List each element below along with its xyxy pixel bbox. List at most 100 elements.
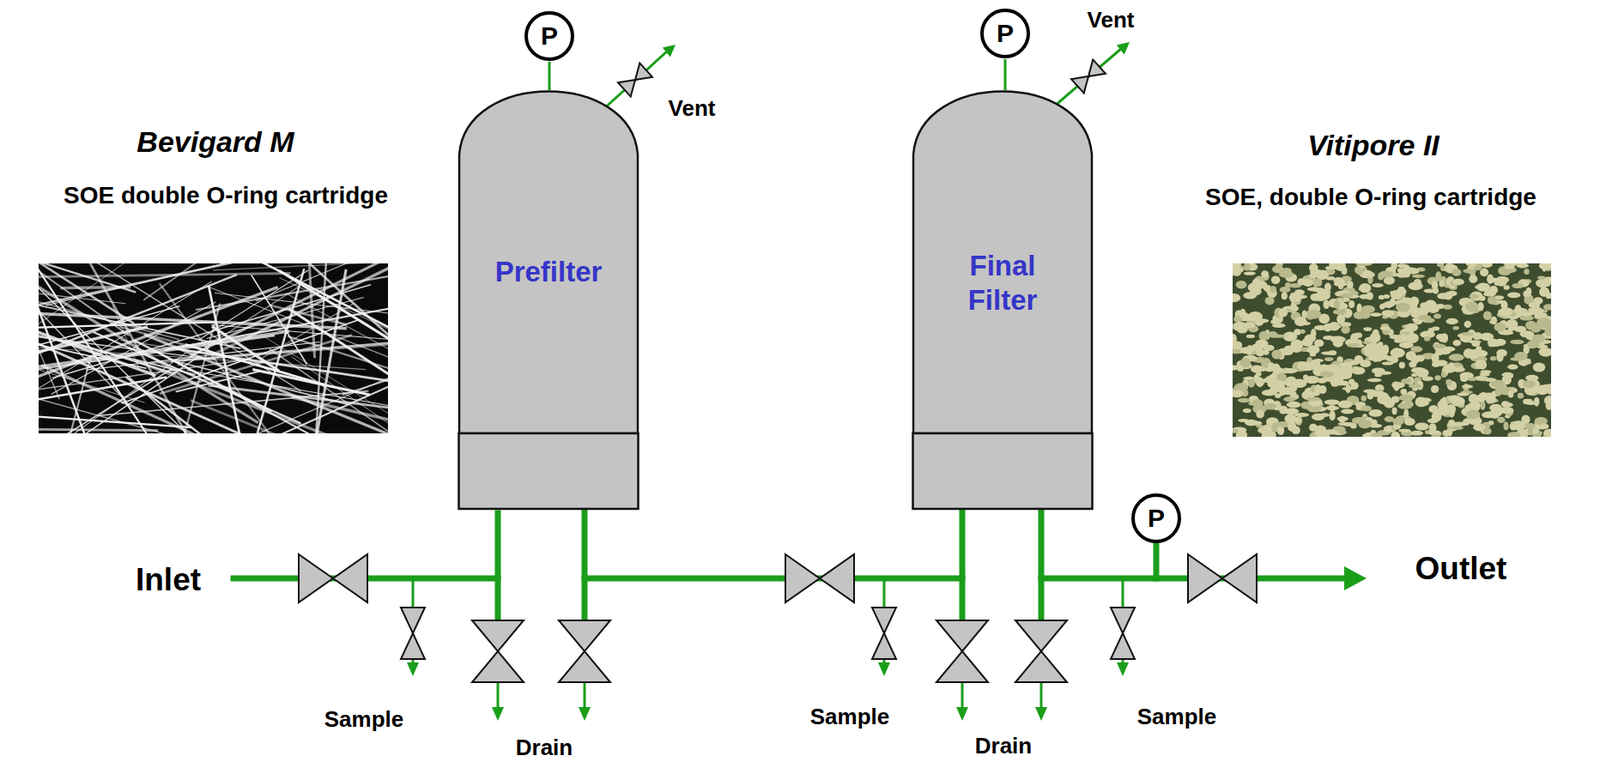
membrane-strand bbox=[1453, 339, 1462, 346]
fiber-strand bbox=[279, 278, 388, 346]
membrane-strand bbox=[1525, 375, 1539, 382]
membrane-strand bbox=[1417, 315, 1431, 321]
membrane-strand bbox=[1451, 426, 1464, 431]
outlet-valve bbox=[1187, 554, 1257, 603]
membrane-photo bbox=[1232, 263, 1552, 437]
membrane-strand bbox=[1469, 291, 1483, 302]
vent-label: Vent bbox=[1087, 7, 1135, 34]
membrane-strand bbox=[1465, 302, 1479, 313]
vent-label: Vent bbox=[668, 96, 716, 122]
membrane-strand bbox=[1509, 263, 1516, 267]
fiber-strand bbox=[260, 303, 354, 360]
membrane-strand bbox=[1511, 283, 1524, 289]
membrane-strand bbox=[1295, 295, 1308, 300]
membrane-strand bbox=[1289, 384, 1297, 392]
fiber-strand bbox=[56, 263, 214, 434]
membrane-strand bbox=[1269, 380, 1284, 385]
membrane-strand bbox=[1259, 331, 1270, 342]
membrane-strand bbox=[1496, 417, 1505, 424]
membrane-strand bbox=[1336, 314, 1346, 325]
membrane-strand bbox=[1296, 321, 1312, 326]
membrane-strand bbox=[1511, 420, 1527, 431]
membrane-strand bbox=[1371, 283, 1383, 288]
fiber-strands bbox=[38, 263, 388, 434]
membrane-strand bbox=[1256, 376, 1265, 388]
drain-pipe bbox=[1038, 578, 1045, 621]
membrane-strand bbox=[1309, 424, 1318, 432]
membrane-strand bbox=[1515, 263, 1529, 269]
membrane-texture bbox=[1232, 263, 1552, 437]
fiber-strand bbox=[143, 263, 219, 301]
membrane-strand bbox=[1246, 334, 1255, 339]
membrane-strand bbox=[1407, 267, 1419, 274]
fiber-strand bbox=[215, 268, 304, 434]
membrane-strand bbox=[1378, 295, 1385, 300]
filter-housing: Prefilter bbox=[457, 90, 640, 511]
fiber-strand bbox=[38, 263, 305, 314]
membrane-strand bbox=[1474, 359, 1484, 370]
membrane-strand bbox=[1278, 308, 1288, 318]
membrane-strand bbox=[1358, 283, 1371, 293]
membrane-strand bbox=[1296, 361, 1306, 370]
drain-pipe bbox=[581, 578, 588, 621]
membrane-strand bbox=[1479, 268, 1489, 278]
filter-housing: Final Filter bbox=[911, 90, 1094, 511]
membrane-strand bbox=[1272, 265, 1285, 273]
inlet-riser bbox=[495, 513, 502, 621]
membrane-strand bbox=[1479, 369, 1491, 374]
membrane-strand bbox=[1367, 391, 1375, 400]
membrane-strand bbox=[1505, 374, 1514, 379]
membrane-strand bbox=[1248, 379, 1255, 388]
membrane-strand bbox=[1544, 326, 1552, 337]
membrane-strand bbox=[1502, 400, 1509, 407]
membrane-strand bbox=[1544, 395, 1552, 406]
membrane-strand bbox=[1539, 263, 1552, 270]
membrane-strand bbox=[1390, 290, 1403, 300]
membrane-strand bbox=[1397, 267, 1405, 273]
membrane-strand bbox=[1242, 376, 1255, 381]
membrane-strand bbox=[1261, 389, 1278, 396]
membrane-strand bbox=[1441, 371, 1447, 378]
membrane-strand bbox=[1354, 355, 1364, 363]
membrane-strand bbox=[1405, 323, 1419, 333]
membrane-strand bbox=[1257, 426, 1273, 434]
membrane-strand bbox=[1341, 326, 1351, 334]
membrane-strand bbox=[1431, 412, 1443, 423]
membrane-strand bbox=[1261, 378, 1271, 383]
membrane-strand bbox=[1479, 333, 1494, 341]
membrane-strand bbox=[1523, 268, 1529, 275]
membrane-strand bbox=[1362, 270, 1373, 279]
membrane-strand bbox=[1383, 398, 1395, 408]
membrane-strand bbox=[1480, 263, 1493, 268]
membrane-strand bbox=[1452, 278, 1465, 286]
membrane-strand bbox=[1338, 422, 1354, 426]
membrane-strand bbox=[1286, 401, 1302, 409]
pipe-connector bbox=[549, 61, 551, 91]
fiber-strand bbox=[269, 348, 388, 434]
membrane-strand bbox=[1537, 276, 1546, 280]
membrane-strand bbox=[1522, 380, 1536, 388]
membrane-strand bbox=[1487, 296, 1497, 305]
membrane-strand bbox=[1249, 355, 1255, 360]
membrane-strand bbox=[1274, 393, 1282, 399]
membrane-strand bbox=[1290, 306, 1299, 312]
housing-dome bbox=[459, 91, 638, 435]
membrane-strand bbox=[1362, 340, 1372, 345]
pipe-connector bbox=[1005, 59, 1007, 91]
membrane-strand bbox=[1422, 376, 1434, 382]
fiber-strand bbox=[38, 428, 158, 431]
membrane-strand bbox=[1398, 429, 1411, 433]
membrane-strand bbox=[1452, 268, 1462, 277]
membrane-strand bbox=[1369, 409, 1383, 418]
membrane-strand bbox=[1342, 387, 1354, 391]
membrane-strand bbox=[1411, 367, 1426, 374]
membrane-strand bbox=[1411, 373, 1418, 377]
gauge-letter: P bbox=[1130, 503, 1182, 534]
membrane-strand bbox=[1438, 279, 1444, 288]
membrane-strand bbox=[1361, 305, 1376, 314]
membrane-strand bbox=[1543, 429, 1552, 437]
membrane-strand bbox=[1429, 423, 1437, 433]
